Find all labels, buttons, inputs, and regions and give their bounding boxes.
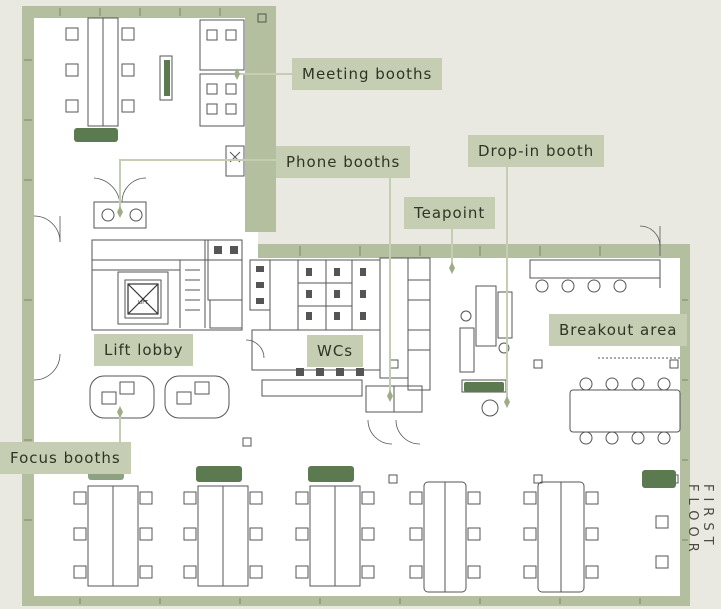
window-marks — [24, 8, 688, 604]
breakout-stools — [460, 279, 671, 445]
lift-cabin — [127, 283, 159, 315]
plants — [74, 60, 676, 488]
focus-booths-label: Focus booths — [0, 442, 131, 474]
desk-chairs — [65, 27, 669, 579]
teapoint-counter — [365, 257, 431, 413]
meeting-booths-label: Meeting booths — [292, 58, 443, 90]
wc-fittings — [214, 246, 366, 376]
desk-clusters — [87, 17, 585, 593]
wcs-label: WCs — [307, 335, 364, 367]
phone-booths-label: Phone booths — [276, 146, 411, 178]
focus-booths — [89, 375, 230, 419]
column-marker — [257, 13, 267, 23]
leader-lines — [119, 73, 508, 444]
building-walls — [22, 6, 690, 606]
lift-lobby-label: Lift lobby — [94, 334, 194, 366]
breakout-area-label: Breakout area — [549, 314, 688, 346]
drop-in-booth-label: Drop-in booth — [468, 135, 605, 167]
teapoint-label: Teapoint — [404, 197, 496, 229]
lift-text: LIFT — [138, 300, 149, 306]
breakout-furniture — [459, 259, 681, 433]
meeting-booths — [199, 19, 245, 127]
leader-markers — [117, 68, 510, 418]
floor-label: FIRST FLOOR — [685, 484, 715, 558]
